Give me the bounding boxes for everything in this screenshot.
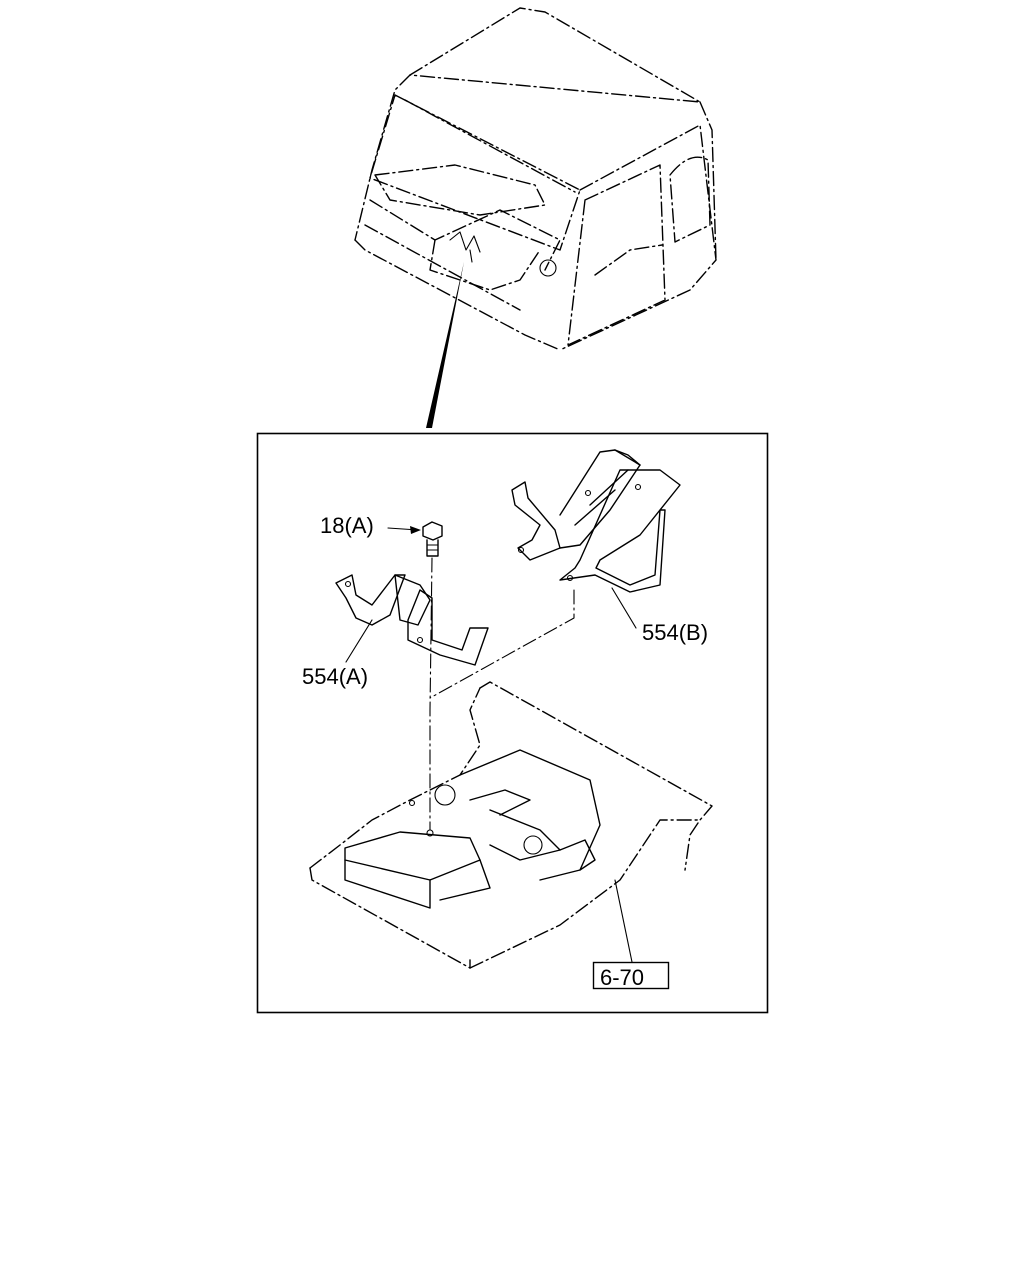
truck-cab-illustration xyxy=(354,7,717,428)
bracket-554b xyxy=(429,449,681,699)
callout-554b: 554(B) xyxy=(642,620,708,645)
detail-leader-arrow xyxy=(426,262,464,428)
detail-frame xyxy=(256,432,769,1014)
bolt-18a xyxy=(387,521,443,831)
bracket-554a xyxy=(335,574,489,666)
reference-label: 6-70 xyxy=(600,965,644,990)
reference-box xyxy=(592,961,670,990)
callout-554a: 554(A) xyxy=(302,664,368,689)
callout-18a: 18(A) xyxy=(320,513,374,538)
floor-panel-assembly xyxy=(309,681,713,969)
